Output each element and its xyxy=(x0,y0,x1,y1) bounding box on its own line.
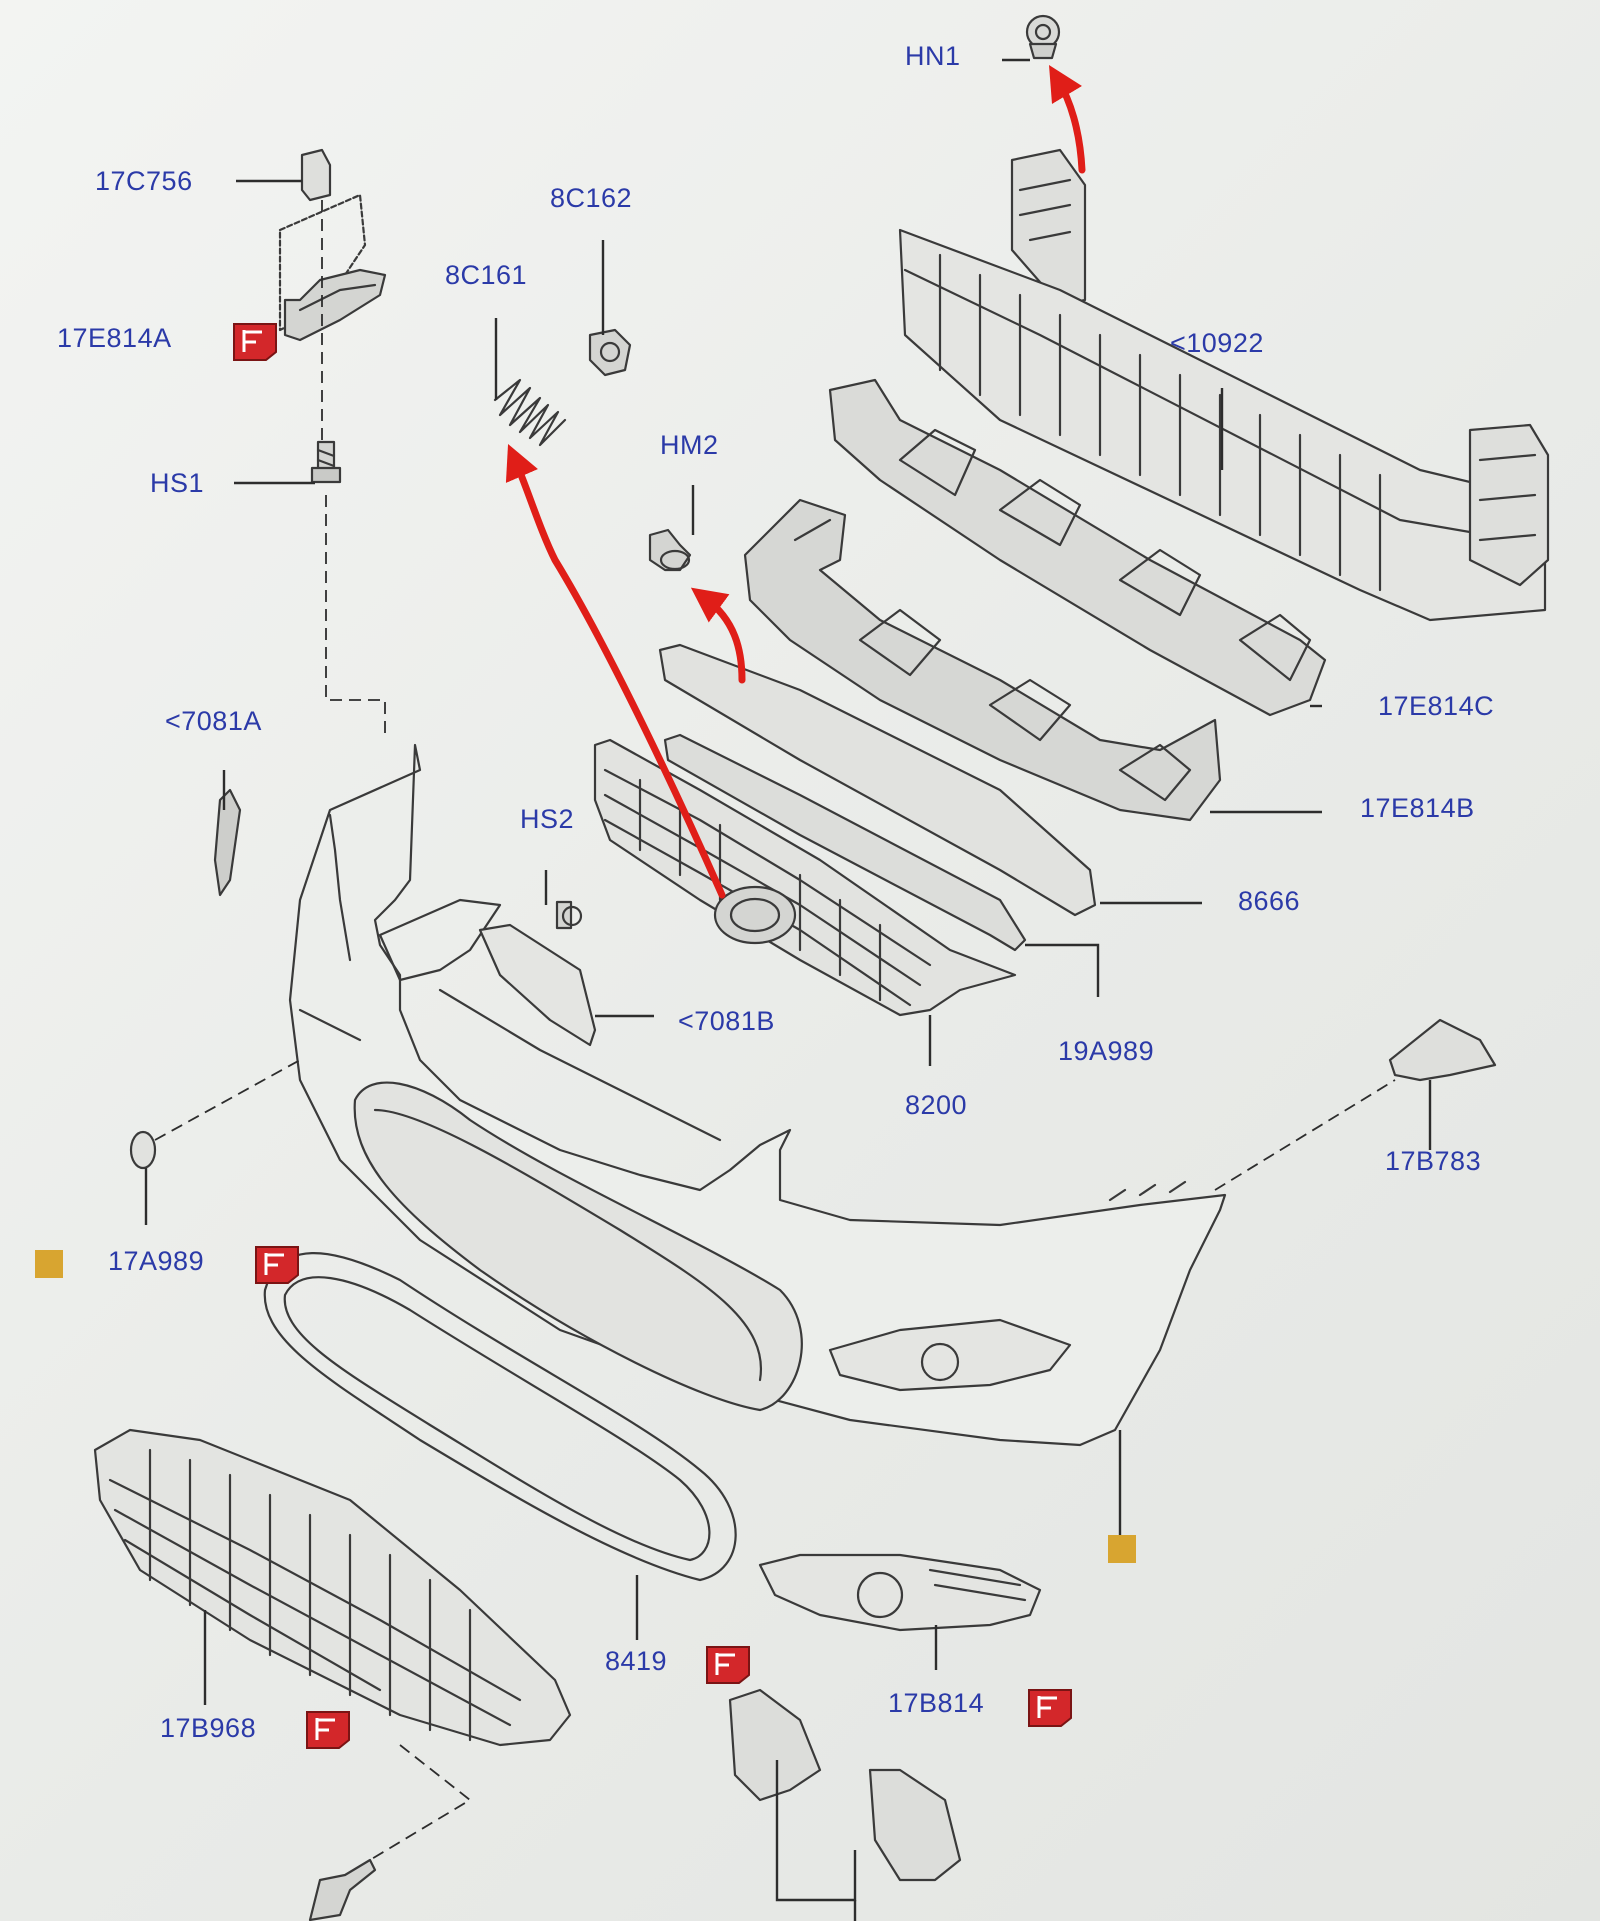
radiator-grille-8200 xyxy=(593,738,1017,1017)
label-hs2: HS2 xyxy=(520,804,575,834)
moulding-8666 xyxy=(658,643,1097,917)
hs1-bolt xyxy=(310,440,342,484)
label-8c161: 8C161 xyxy=(445,260,528,290)
spring-8c161 xyxy=(493,378,567,447)
label-17a989: 17A989 xyxy=(108,1246,205,1276)
bracket-17e814a xyxy=(278,193,387,342)
position-marker-icon xyxy=(35,1250,63,1278)
label-17e814b: 17E814B xyxy=(1360,793,1475,823)
label-17e814a: 17E814A xyxy=(57,323,172,353)
label-17b783: 17B783 xyxy=(1385,1146,1482,1176)
callout-tag-icon xyxy=(233,323,277,361)
callout-tag-icon xyxy=(306,1711,350,1749)
label-hm2: HM2 xyxy=(660,430,719,460)
bracket-17e814b xyxy=(743,498,1222,822)
callout-tag-icon xyxy=(1028,1689,1072,1727)
cover-7081b xyxy=(478,923,597,1047)
screw xyxy=(308,1858,377,1921)
alignment-lines xyxy=(154,200,1396,1861)
lower-brackets xyxy=(728,1688,962,1882)
nut-8c162 xyxy=(588,328,632,377)
label-8666: 8666 xyxy=(1238,886,1301,916)
label-8c162: 8C162 xyxy=(550,183,633,213)
label-7081b: <7081B xyxy=(678,1006,775,1036)
clip-17c756 xyxy=(300,148,332,202)
label-7081a: <7081A xyxy=(165,706,262,736)
label-17c756: 17C756 xyxy=(95,166,193,196)
label-17b968: 17B968 xyxy=(160,1713,257,1743)
hs2-bolt xyxy=(555,900,583,930)
energy-absorber-17e814c xyxy=(828,378,1327,717)
label-10922: <10922 xyxy=(1170,328,1264,358)
hn1-clip xyxy=(1025,14,1061,60)
clip-hm2 xyxy=(648,528,692,572)
callout-tag-icon xyxy=(255,1246,299,1284)
bumper-cover xyxy=(288,743,1227,1447)
leader-lines xyxy=(144,58,1432,1921)
label-hs1: HS1 xyxy=(150,468,205,498)
strip-19a989 xyxy=(663,733,1027,952)
label-19a989: 19A989 xyxy=(1058,1036,1155,1066)
label-17e814c: 17E814C xyxy=(1378,691,1495,721)
label-8419: 8419 xyxy=(605,1646,668,1676)
lower-grille-17b968 xyxy=(93,1428,572,1747)
fog-bezel-17b814 xyxy=(758,1553,1042,1632)
label-hn1: HN1 xyxy=(905,41,961,71)
grille-surround-8419 xyxy=(263,1252,737,1582)
red-arrow xyxy=(505,64,1086,899)
label-8200: 8200 xyxy=(905,1090,968,1120)
bracket-17b783 xyxy=(1388,1018,1497,1082)
plug-17a989 xyxy=(129,1130,157,1170)
callout-tag-icon xyxy=(706,1646,750,1684)
label-17b814: 17B814 xyxy=(888,1688,985,1718)
trim-7081a xyxy=(213,788,242,897)
position-marker-icon xyxy=(1108,1535,1136,1563)
